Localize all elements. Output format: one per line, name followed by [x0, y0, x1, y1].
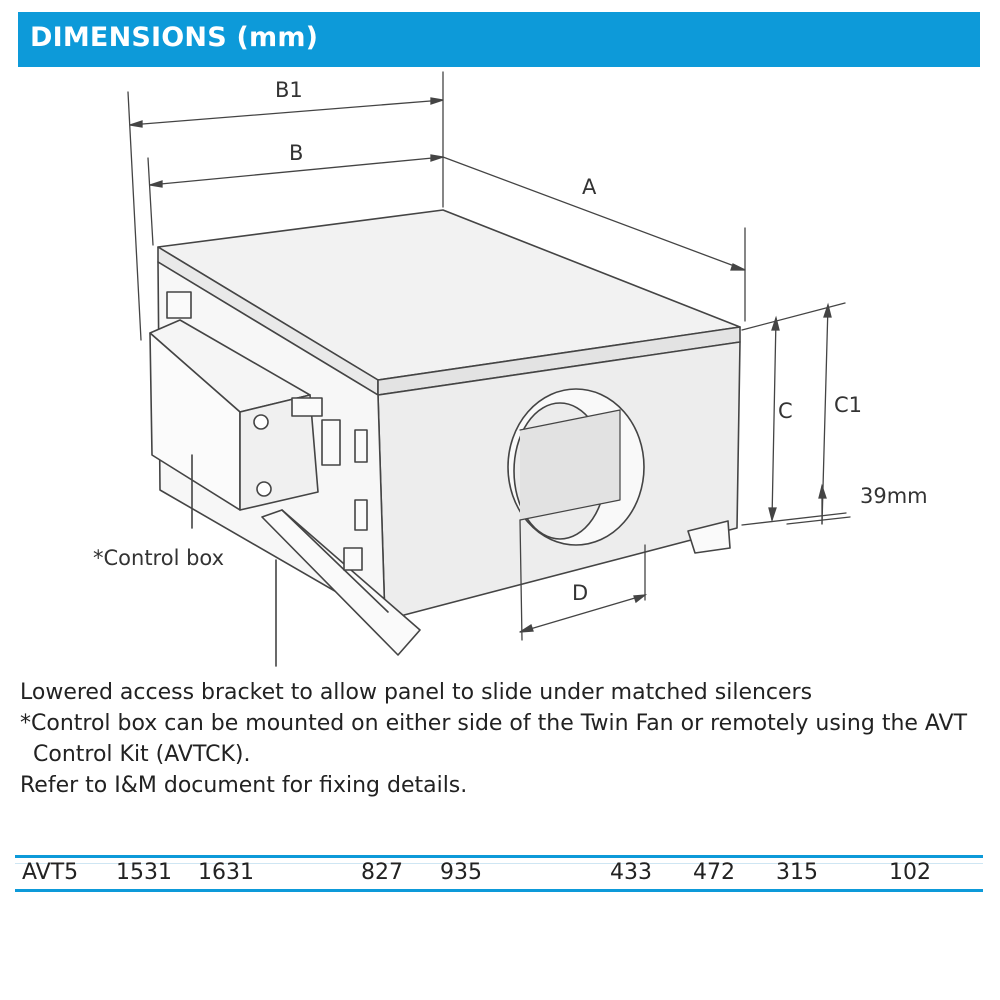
end-bracket-4 — [354, 499, 368, 531]
access-bracket — [261, 509, 421, 656]
a-dimension-line — [442, 156, 746, 271]
table-cell-b: 827 — [361, 860, 403, 885]
table-cell-c1: 472 — [693, 860, 735, 885]
note-control-kit: Control Kit (AVTCK). — [33, 742, 251, 767]
label-d: D — [572, 581, 588, 605]
b-dimension-line — [149, 156, 444, 186]
control-box-bracket — [291, 397, 323, 417]
note-bracket: Lowered access bracket to allow panel to… — [20, 680, 813, 705]
label-c1: C1 — [834, 393, 862, 417]
note-fixing: Refer to I&M document for fixing details… — [20, 773, 468, 798]
label-a: A — [582, 175, 597, 199]
table-bottom-rule — [15, 889, 983, 892]
access-bracket-edge — [281, 509, 389, 613]
label-b1: B1 — [275, 78, 303, 102]
notes-block: Lowered access bracket to allow panel to… — [20, 677, 980, 801]
label-c: C — [778, 399, 793, 423]
table-cell-b1: 935 — [440, 860, 482, 885]
label-b: B — [289, 141, 303, 165]
table-cell-model: AVT5 — [22, 860, 79, 885]
section-title: DIMENSIONS (mm) — [30, 22, 319, 53]
right-foot — [687, 520, 731, 554]
control-box-screw-2 — [256, 481, 272, 497]
end-bracket-3 — [354, 429, 368, 463]
table-top-rule — [15, 855, 983, 858]
table-cell-a: 1531 — [116, 860, 172, 885]
table-cell-weight: 102 — [889, 860, 931, 885]
d-dimension-line — [519, 594, 646, 633]
duct-spigot-shade — [519, 409, 621, 521]
c-dimension-line — [771, 317, 777, 521]
control-box-screw-1 — [253, 414, 269, 430]
label-foot-height: 39mm — [860, 484, 928, 508]
section-header: DIMENSIONS (mm) — [18, 12, 980, 67]
table-row-rule — [15, 863, 983, 864]
end-bracket-2 — [321, 419, 341, 466]
table-cell-a-alt: 1631 — [198, 860, 254, 885]
note-control-box: *Control box can be mounted on either si… — [20, 711, 968, 736]
end-bracket-5 — [343, 547, 363, 571]
table-cell-d: 315 — [776, 860, 818, 885]
label-control-box: *Control box — [93, 546, 224, 570]
table-cell-c: 433 — [610, 860, 652, 885]
b1-dimension-line — [129, 99, 444, 126]
end-bracket-1 — [166, 291, 192, 319]
